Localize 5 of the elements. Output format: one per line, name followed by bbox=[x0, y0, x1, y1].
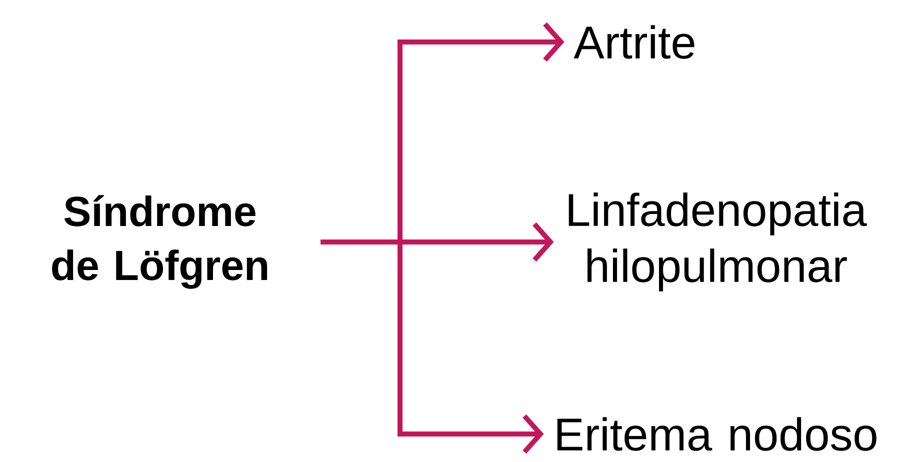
term-text: Eritema nodoso bbox=[557, 417, 876, 451]
term-text: Síndrome de Löfgren bbox=[52, 195, 268, 289]
arrow bbox=[320, 240, 544, 454]
term-text: Linfadenopatia hilopulmonar bbox=[568, 192, 867, 292]
term-text: Artrite bbox=[574, 25, 694, 59]
